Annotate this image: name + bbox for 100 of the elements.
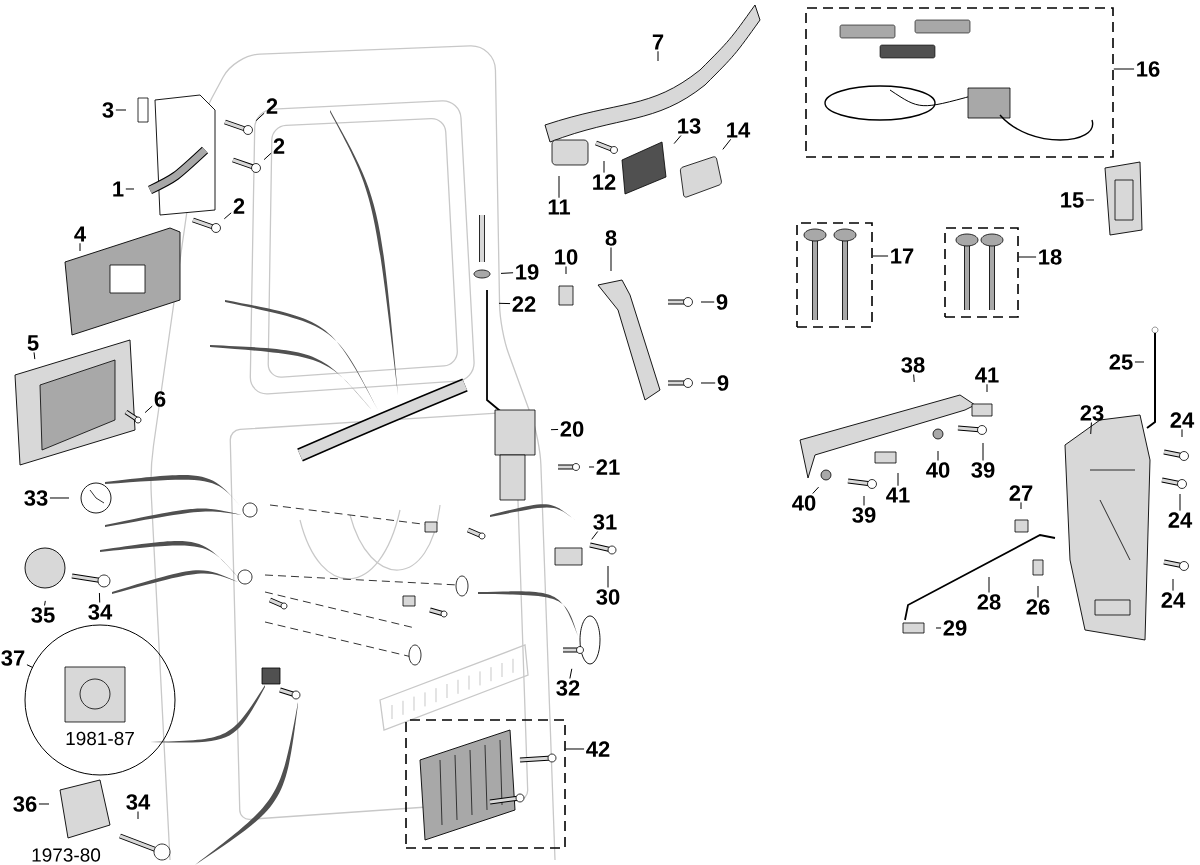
callout-number: 22 <box>512 296 536 312</box>
leader-line <box>1179 493 1181 512</box>
callout-number: 14 <box>727 122 751 138</box>
leader-line <box>38 803 50 805</box>
callout-number: 37 <box>1 650 25 666</box>
leader-line <box>223 212 232 220</box>
callout-number: 26 <box>1026 599 1050 615</box>
dashed-group-box <box>805 7 1114 158</box>
callout-number: 30 <box>596 589 620 605</box>
leader-line <box>33 351 36 360</box>
leader-line <box>1020 501 1022 510</box>
dashed-group-box <box>405 719 566 849</box>
leader-line <box>263 152 272 161</box>
leader-line <box>1037 585 1039 598</box>
callout-number: 2 <box>233 198 245 214</box>
callout-number: 9 <box>716 294 728 310</box>
leader-line <box>1181 428 1183 438</box>
leader-line <box>49 497 70 499</box>
callout-number: 42 <box>586 741 610 757</box>
leader-line <box>700 301 715 303</box>
callout-number: 1 <box>113 181 124 197</box>
leader-line <box>673 135 682 145</box>
dashed-group-box <box>796 222 873 328</box>
leader-line <box>137 811 139 820</box>
callout-number: 17 <box>891 248 914 264</box>
leader-line <box>935 627 942 629</box>
leader-line <box>98 592 101 603</box>
leader-line <box>565 748 585 750</box>
leader-line <box>657 50 659 62</box>
callout-number: 8 <box>605 230 617 246</box>
callout-number: 23 <box>1080 405 1104 421</box>
callout-number: 13 <box>678 118 701 134</box>
callout-number: 5 <box>27 335 39 351</box>
callout-number: 29 <box>943 620 967 636</box>
callout-number: 27 <box>1009 485 1033 501</box>
leader-line <box>144 405 153 414</box>
callout-number: 4 <box>74 226 86 242</box>
leader-line <box>1113 68 1135 70</box>
callout-number: 38 <box>901 357 925 373</box>
callout-number: 33 <box>24 490 48 506</box>
callout-number: 34 <box>126 794 151 810</box>
callout-number: 24 <box>1161 592 1186 608</box>
callout-number: 21 <box>596 459 620 475</box>
callout-number: 36 <box>13 796 37 812</box>
callout-number: 40 <box>792 495 816 511</box>
callout-number: 15 <box>1061 192 1084 208</box>
leader-line <box>986 383 988 393</box>
callout-number: 39 <box>971 462 995 478</box>
callout-number: 19 <box>516 264 539 280</box>
callout-number: 6 <box>154 391 166 407</box>
leader-line <box>498 302 511 305</box>
year-range-label: 1973-80 <box>32 848 101 862</box>
callout-number: 2 <box>266 98 278 114</box>
dashed-group-box <box>944 227 1019 318</box>
callout-number: 32 <box>556 680 580 696</box>
leader-line <box>937 450 939 461</box>
leader-line <box>26 664 33 668</box>
callout-number: 7 <box>652 34 664 50</box>
callout-number: 20 <box>560 421 584 437</box>
leader-line <box>988 576 990 593</box>
callout-number: 35 <box>31 607 55 623</box>
leader-line <box>812 486 820 494</box>
leader-line <box>1085 199 1095 201</box>
leader-line <box>897 472 899 487</box>
callout-number: 34 <box>88 604 113 620</box>
leader-line <box>913 374 915 383</box>
callout-number: 3 <box>102 102 114 118</box>
callout-number: 24 <box>1170 412 1195 428</box>
callout-number: 25 <box>1109 354 1133 370</box>
callout-number: 31 <box>593 514 617 530</box>
leader-line <box>1134 361 1145 363</box>
leader-line <box>591 531 599 540</box>
leader-line <box>569 668 573 679</box>
callout-number: 12 <box>593 174 616 190</box>
leader-line <box>125 188 135 190</box>
leader-line <box>607 565 609 588</box>
callout-number: 41 <box>975 367 999 383</box>
leader-line <box>558 175 560 199</box>
leader-line <box>550 428 559 431</box>
callout-number: 11 <box>548 199 570 215</box>
callout-number: 40 <box>926 462 950 478</box>
leader-line <box>610 247 612 272</box>
callout-number: 39 <box>852 507 876 523</box>
leader-line <box>863 495 865 506</box>
leader-line <box>115 109 127 111</box>
callout-number: 28 <box>977 594 1001 610</box>
leader-line <box>588 466 595 468</box>
callout-number: 24 <box>1168 512 1193 528</box>
callout-number: 9 <box>717 375 729 391</box>
leader-line <box>700 382 716 384</box>
leader-line <box>79 242 81 252</box>
leader-line <box>1172 578 1174 592</box>
leader-line <box>44 600 46 606</box>
leader-line <box>500 272 514 274</box>
leader-line <box>872 255 889 257</box>
callout-number: 16 <box>1137 61 1160 77</box>
leader-line <box>255 112 265 122</box>
callout-number: 2 <box>273 138 285 154</box>
leader-line <box>1090 422 1092 435</box>
callout-number: 10 <box>555 249 578 265</box>
